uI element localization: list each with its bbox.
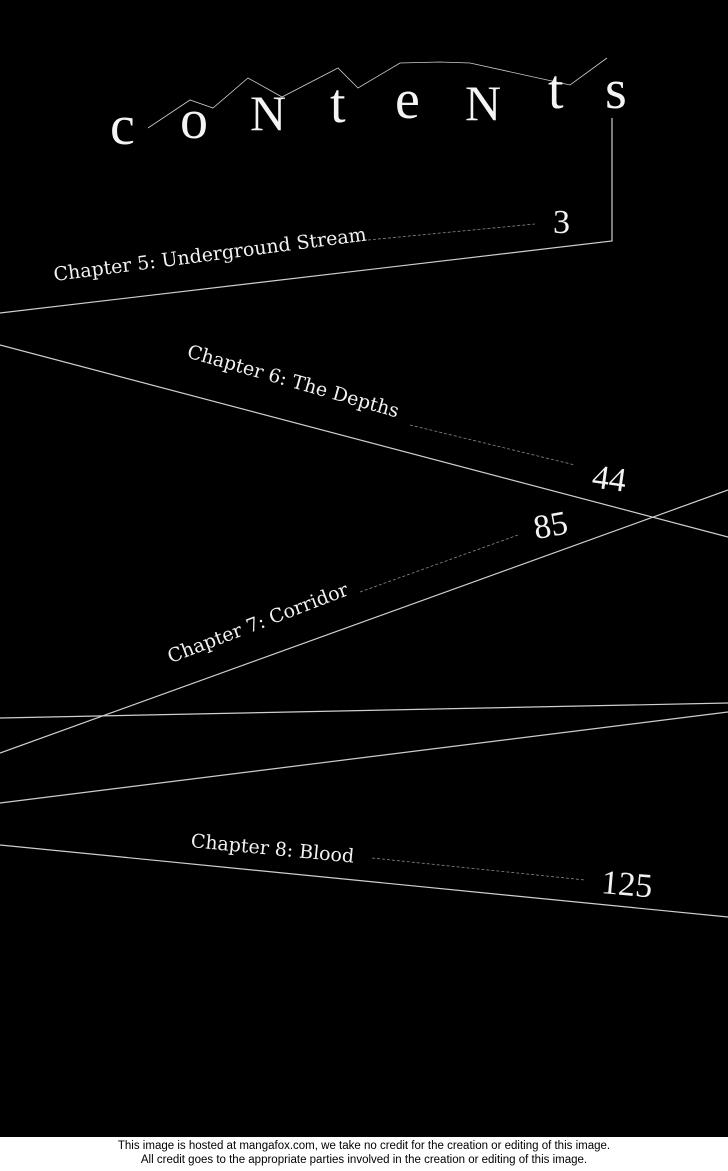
title-letter: t (330, 73, 346, 135)
title-connector-line (147, 57, 608, 129)
chapter-7-page[interactable]: 85 (530, 504, 571, 547)
line-chapter7 (0, 489, 728, 754)
title-letter: e (395, 69, 420, 131)
line-chapter6 (0, 344, 728, 538)
leader-chapter7 (359, 534, 519, 593)
hosting-disclaimer: This image is hosted at mangafox.com, we… (0, 1139, 728, 1167)
title-letter: s (605, 59, 627, 121)
title-letter: t (548, 59, 564, 121)
leader-chapter5 (367, 223, 536, 241)
line-horizontal-2 (0, 711, 728, 804)
line-chapter5 (0, 118, 613, 314)
leader-chapter8 (371, 857, 586, 881)
decorative-lines (0, 57, 728, 918)
chapter-5-page[interactable]: 3 (553, 204, 570, 241)
contents-page: c o N t e N t s Chapter 5: Underground S… (0, 0, 728, 1137)
leader-chapter6 (409, 424, 576, 466)
chapter-8-page[interactable]: 125 (599, 864, 654, 906)
disclaimer-line-1: This image is hosted at mangafox.com, we… (117, 1140, 611, 1152)
title-letter: N (250, 85, 287, 141)
chapter-6-page[interactable]: 44 (589, 458, 629, 500)
title-letter: c (110, 95, 135, 157)
line-horizontal-1 (0, 702, 728, 719)
line-chapter8 (0, 844, 728, 918)
title-letter: N (465, 75, 502, 131)
disclaimer-line-2: All credit goes to the appropriate parti… (140, 1154, 588, 1166)
title-letter: o (180, 89, 208, 151)
